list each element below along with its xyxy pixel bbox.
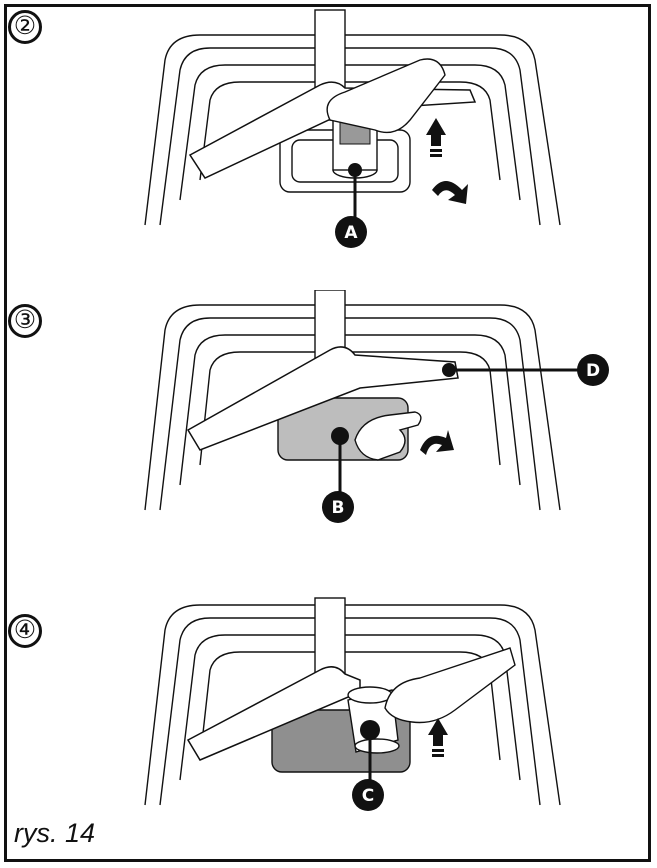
step-number: ② (8, 10, 42, 44)
curved-arrow-icon (420, 430, 454, 455)
step-3-illustration: D B (144, 290, 609, 523)
step-3-panel: ③ D B (0, 290, 657, 560)
figure-caption: rys. 14 (14, 818, 96, 848)
spray-arm (186, 346, 459, 451)
hand-icon (384, 647, 516, 724)
step-2-panel: ② A (0, 0, 657, 270)
callout-a: A (344, 223, 358, 243)
callout-d: D (586, 361, 600, 381)
dishwasher-tub (144, 604, 561, 806)
spray-arm (186, 666, 361, 761)
spray-arm-pipe (314, 597, 346, 679)
step-number: ③ (8, 304, 42, 338)
step-4-illustration: C (144, 597, 561, 811)
up-arrow-icon (426, 118, 446, 157)
callout-b: B (332, 498, 345, 518)
figure-frame (4, 4, 651, 862)
step-4-panel: ④ C (0, 590, 657, 830)
hand-icon (354, 411, 422, 461)
dishwasher-tub (144, 34, 561, 226)
callout-c: C (362, 786, 374, 806)
up-arrow-icon (428, 718, 448, 757)
step-number: ④ (8, 614, 42, 648)
step-2-illustration: A (144, 9, 561, 248)
hand-icon (326, 58, 446, 134)
curved-arrow-icon (432, 181, 468, 204)
